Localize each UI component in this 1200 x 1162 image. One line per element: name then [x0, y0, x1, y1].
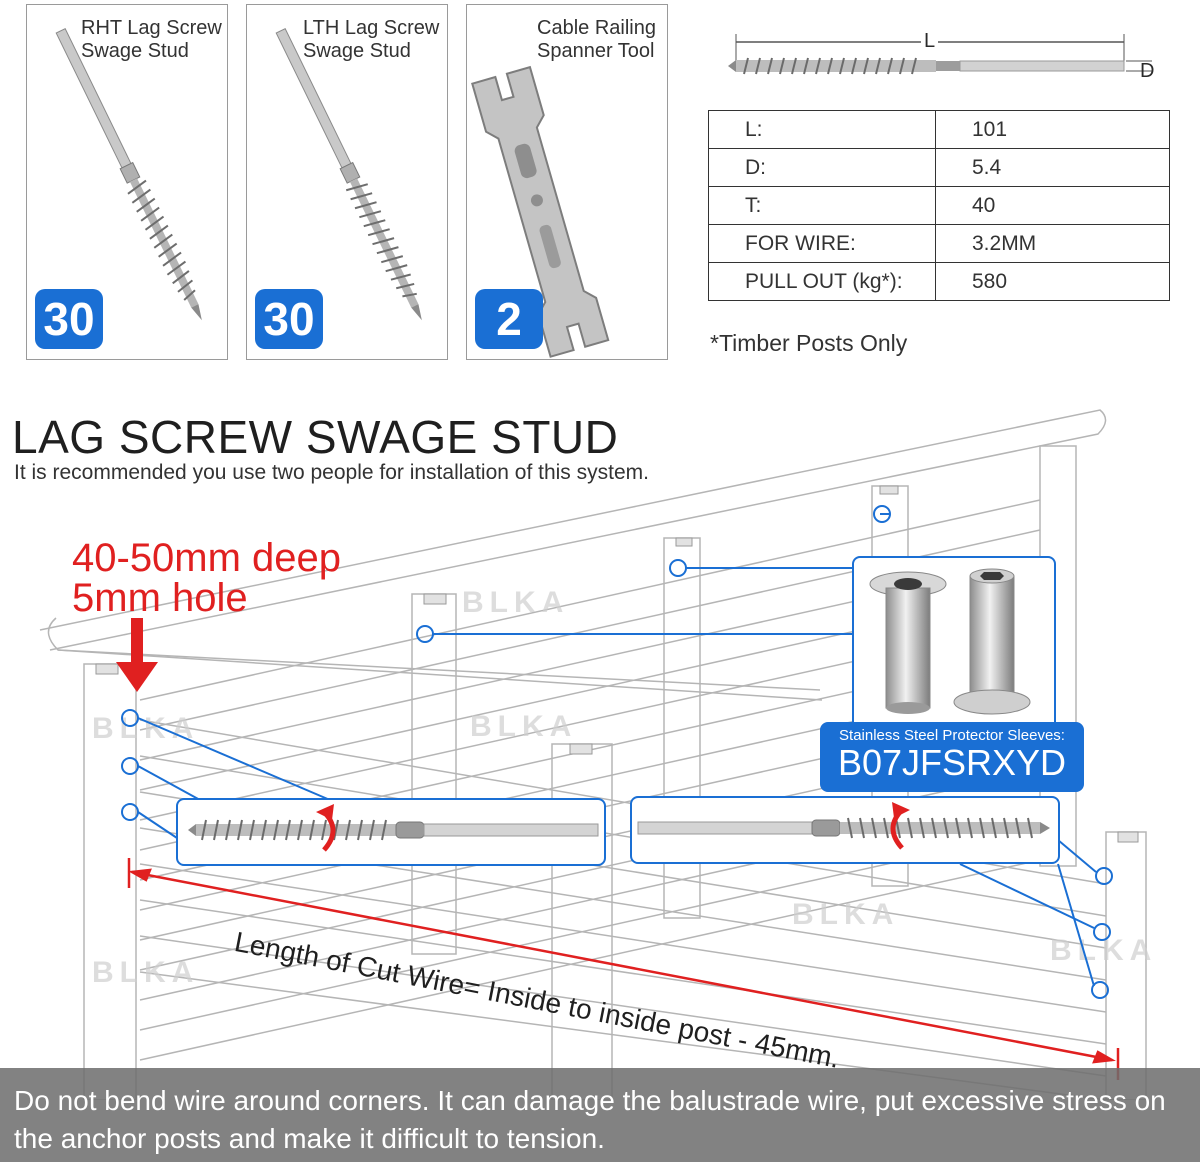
drill-hole-text: 5mm hole	[72, 576, 248, 620]
protector-sleeves-image	[869, 568, 1031, 715]
down-arrow-icon	[116, 618, 158, 692]
sleeve-caption: Stainless Steel Protector Sleeves:	[839, 727, 1065, 744]
sleeve-sku: B07JFSRXYD	[837, 742, 1067, 783]
spec-footnote: *Timber Posts Only	[710, 330, 908, 356]
dimension-diagram	[728, 34, 1152, 75]
table-row: L:101	[708, 110, 1170, 149]
watermark: BLKA	[92, 956, 200, 989]
table-row: PULL OUT (kg*):580	[708, 262, 1170, 301]
product-label: Cable Railing Spanner Tool	[537, 17, 656, 62]
corner-bending-warning: Do not bend wire around corners. It can …	[14, 1085, 1166, 1154]
rht-swage-stud-image	[55, 27, 202, 321]
spec-key: L:	[708, 110, 936, 149]
lth-stud-detail-callout	[630, 796, 1060, 864]
product-card-rht: RHT Lag Screw Swage Stud 30	[26, 4, 228, 360]
drill-note: 40-50mm deep 5mm hole	[72, 538, 341, 618]
lth-swage-stud-image	[275, 27, 422, 321]
sleeve-sku-badge: Stainless Steel Protector Sleeves: B07JF…	[820, 722, 1084, 792]
lth-stud-horizontal-image	[637, 802, 1050, 850]
section-title: LAG SCREW SWAGE STUD	[12, 411, 619, 463]
table-row: D:5.4	[708, 148, 1170, 187]
spec-key: PULL OUT (kg*):	[708, 262, 936, 301]
product-label: RHT Lag Screw Swage Stud	[81, 17, 222, 62]
spec-value: 5.4	[935, 148, 1170, 187]
watermark: BLKA	[92, 712, 200, 745]
spec-table: L:101 D:5.4 T:40 FOR WIRE:3.2MM PULL OUT…	[708, 110, 1170, 301]
product-label: LTH Lag Screw Swage Stud	[303, 17, 440, 62]
diameter-label: D	[1140, 60, 1155, 82]
spanner-tool-image	[471, 65, 610, 358]
rht-stud-horizontal-image	[188, 804, 599, 852]
spec-key: FOR WIRE:	[708, 224, 936, 263]
quantity-badge: 30	[35, 289, 103, 349]
quantity-badge: 30	[255, 289, 323, 349]
warning-band	[0, 1068, 1200, 1162]
watermark: BLKA	[470, 710, 578, 743]
spec-key: D:	[708, 148, 936, 187]
spec-key: T:	[708, 186, 936, 225]
spec-value: 101	[935, 110, 1170, 149]
spec-value: 40	[935, 186, 1170, 225]
product-card-lth: LTH Lag Screw Swage Stud 30	[246, 4, 448, 360]
length-label: L	[921, 30, 939, 53]
table-row: FOR WIRE:3.2MM	[708, 224, 1170, 263]
product-card-spanner: Cable Railing Spanner Tool 2	[466, 4, 668, 360]
section-subtitle: It is recommended you use two people for…	[14, 461, 649, 484]
table-row: T:40	[708, 186, 1170, 225]
watermark: BLKA	[462, 586, 570, 619]
drill-depth-text: 40-50mm deep	[72, 536, 342, 580]
spec-value: 3.2MM	[935, 224, 1170, 263]
watermark: BLKA	[792, 898, 900, 931]
rht-stud-detail-callout	[176, 798, 606, 866]
quantity-badge: 2	[475, 289, 543, 349]
spec-value: 580	[935, 262, 1170, 301]
